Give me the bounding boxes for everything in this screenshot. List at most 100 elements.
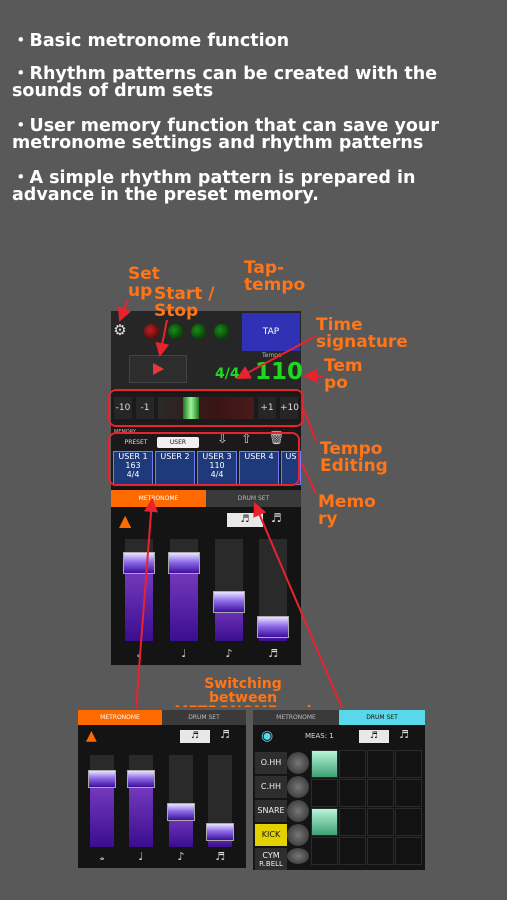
mini-metronome-tab[interactable]: METRONOME [78, 710, 162, 725]
mini-drumset-tab[interactable]: DRUM SET [162, 710, 246, 725]
fader-knob[interactable] [168, 552, 200, 574]
fader-fill [125, 563, 153, 641]
instrument-volume-knob[interactable] [287, 848, 309, 864]
slot-tempo: 163 [125, 461, 141, 470]
beat-led-1 [144, 324, 159, 339]
tempo-callout: Tem po [324, 356, 363, 393]
eighth-note-icon: ♪ [177, 850, 185, 863]
slot-name: USER 2 [160, 452, 190, 461]
step-cell[interactable] [311, 808, 338, 836]
fader-fill [129, 779, 153, 847]
fader-knob[interactable] [206, 823, 234, 841]
tempo-caption: Tempo [262, 352, 282, 359]
step-cell[interactable] [311, 837, 338, 865]
tempo-edit-highlight [108, 389, 304, 427]
instrument-chh[interactable]: C.HH [255, 776, 287, 798]
instrument-volume-knob[interactable] [287, 824, 309, 846]
instrument-snare[interactable]: SNARE [255, 800, 287, 822]
load-icon[interactable]: ⇩ [217, 432, 228, 447]
tempo-display[interactable]: 110 [255, 359, 304, 385]
beat-led-3 [191, 324, 206, 339]
tempo-slider[interactable] [158, 397, 254, 419]
mini-fader-1[interactable] [88, 755, 116, 847]
instrument-rbell[interactable]: R.BELL [255, 858, 287, 870]
step-cell[interactable] [367, 808, 394, 836]
eighth-note-icon: ♪ [225, 647, 233, 660]
memory-slot[interactable]: USER 4 [239, 451, 279, 485]
mini-sound-toggle-inactive[interactable]: ♬ [220, 728, 230, 741]
fader-knob[interactable] [123, 552, 155, 574]
tap-tempo-callout: Tap- tempo [244, 258, 306, 295]
tap-tempo-button[interactable]: TAP [242, 313, 300, 351]
volume-fader-eighth[interactable] [213, 539, 245, 641]
play-button[interactable] [129, 355, 187, 383]
step-cell[interactable] [395, 779, 422, 807]
time-signature-display[interactable]: 4/4 [215, 366, 240, 382]
drum-view-metronome-tab[interactable]: METRONOME [253, 710, 339, 725]
fader-knob[interactable] [88, 770, 116, 788]
volume-fader-sixteenth[interactable] [257, 539, 289, 641]
trash-icon[interactable]: 🗑 [268, 431, 285, 446]
tempo-minus-10-button[interactable]: -10 [114, 397, 132, 419]
save-icon[interactable]: ⇧ [241, 432, 252, 447]
slot-signature: 4/4 [126, 470, 140, 479]
mini-metronome-icon: ▲ [86, 728, 97, 744]
measure-label: MEAS: 1 [305, 732, 334, 740]
drum-sound-toggle-active[interactable]: ♬ [359, 730, 389, 743]
metronome-tab[interactable]: METRONOME [111, 490, 206, 507]
volume-fader-quarter[interactable] [168, 539, 200, 641]
mini-fader-4[interactable] [206, 755, 234, 847]
instrument-ohh[interactable]: O.HH [255, 752, 287, 774]
fader-knob[interactable] [167, 803, 195, 821]
switching-callout: Switching between METRONOME and DRUM SET [174, 677, 311, 707]
feature-user-memory: ・User memory function that can save your… [12, 116, 439, 153]
tempo-plus-1-button[interactable]: +1 [258, 397, 276, 419]
sixteenth-note-icon: ♬ [215, 850, 225, 863]
step-cell[interactable] [367, 779, 394, 807]
memory-slot[interactable]: USER 2 [155, 451, 195, 485]
quarter-note-icon: ♩ [181, 647, 187, 660]
tempo-slider-thumb[interactable] [183, 397, 199, 419]
sound-toggle-inactive[interactable]: ♬ [271, 511, 282, 525]
instrument-volume-knob[interactable] [287, 776, 309, 798]
tempo-plus-10-button[interactable]: +10 [280, 397, 299, 419]
drum-view-drumset-tab[interactable]: DRUM SET [339, 710, 425, 725]
mini-sound-toggle-active[interactable]: ♬ [180, 730, 210, 743]
slot-name: USER 1 [118, 452, 148, 461]
step-cell[interactable] [367, 750, 394, 778]
step-cell[interactable] [339, 779, 366, 807]
mini-fader-2[interactable] [127, 755, 155, 847]
whole-note-icon: 𝅝 [136, 647, 142, 660]
step-cell[interactable] [395, 750, 422, 778]
step-cell[interactable] [311, 750, 338, 778]
drum-sound-toggle-inactive[interactable]: ♬ [399, 728, 409, 741]
fader-fill [90, 779, 114, 847]
drumset-tab[interactable]: DRUM SET [206, 490, 301, 507]
step-cell[interactable] [395, 837, 422, 865]
step-cell[interactable] [339, 750, 366, 778]
instrument-kick[interactable]: KICK [255, 824, 287, 846]
metronome-icon: ▲ [119, 511, 132, 530]
whole-note-icon: 𝅝 [99, 850, 105, 863]
preset-tab[interactable]: PRESET [124, 439, 148, 446]
feature-preset-memory: ・A simple rhythm pattern is prepared in … [12, 168, 416, 205]
instrument-volume-knob[interactable] [287, 800, 309, 822]
step-cell[interactable] [339, 837, 366, 865]
instrument-volume-knob[interactable] [287, 752, 309, 774]
sound-toggle-active[interactable]: ♬ [227, 513, 263, 527]
mini-fader-3[interactable] [167, 755, 195, 847]
fader-knob[interactable] [213, 591, 245, 613]
fader-knob[interactable] [127, 770, 155, 788]
tempo-minus-1-button[interactable]: -1 [136, 397, 154, 419]
volume-fader-whole[interactable] [123, 539, 155, 641]
step-cell[interactable] [367, 837, 394, 865]
step-cell[interactable] [339, 808, 366, 836]
user-tab[interactable]: USER [157, 437, 199, 448]
step-cell[interactable] [311, 779, 338, 807]
step-cell[interactable] [395, 808, 422, 836]
fader-knob[interactable] [257, 616, 289, 638]
beat-led-4 [214, 324, 229, 339]
gear-icon[interactable]: ⚙ [113, 321, 127, 339]
